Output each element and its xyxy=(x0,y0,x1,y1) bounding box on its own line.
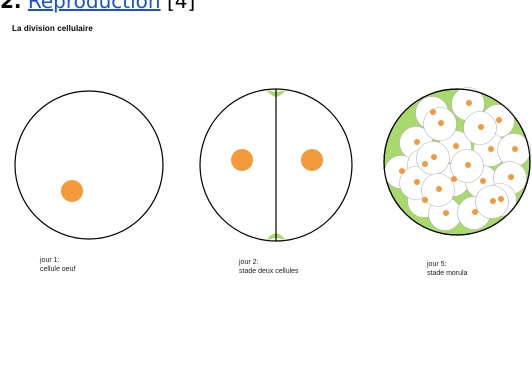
morula-cell-nucleus xyxy=(414,139,420,145)
caption-stage-3-day: jour 5: xyxy=(427,260,467,269)
caption-stage-3-name: stade morula xyxy=(427,269,467,278)
egg-cell-nucleus xyxy=(61,180,83,202)
morula-cell-nucleus xyxy=(478,124,484,130)
morula-cell-nucleus xyxy=(490,198,496,204)
morula-cell-nucleus xyxy=(443,210,449,216)
morula-cell-nucleus xyxy=(431,154,437,160)
morula-cell-nucleus xyxy=(488,146,494,152)
caption-stage-1-day: jour 1: xyxy=(40,256,75,265)
caption-stage-1-name: cellule oeuf xyxy=(40,265,75,274)
morula-cell-nucleus xyxy=(451,176,457,182)
morula-cell-nucleus xyxy=(436,186,442,192)
caption-stage-2-day: jour 2: xyxy=(239,258,299,267)
stage-3-morula xyxy=(384,88,531,236)
morula-cell-nucleus xyxy=(438,120,444,126)
morula-cell-nucleus xyxy=(399,168,405,174)
caption-stage-2: jour 2: stade deux cellules xyxy=(239,258,299,276)
egg-cell-membrane xyxy=(15,91,163,239)
caption-stage-3: jour 5: stade morula xyxy=(427,260,467,278)
morula-cell-nucleus xyxy=(422,161,428,167)
left-cell-nucleus xyxy=(231,149,253,171)
morula-cell-nucleus xyxy=(496,117,502,123)
morula-cell-nucleus xyxy=(512,146,518,152)
morula-cell-nucleus xyxy=(508,174,514,180)
morula-cell-nucleus xyxy=(465,162,471,168)
stage-2-two-cells xyxy=(200,89,352,241)
morula-cell-nucleus xyxy=(430,109,436,115)
morula-cell-nucleus xyxy=(472,209,478,215)
morula-cell-nucleus xyxy=(466,100,472,106)
right-cell-nucleus xyxy=(301,149,323,171)
caption-stage-2-name: stade deux cellules xyxy=(239,267,299,276)
caption-stage-1: jour 1: cellule oeuf xyxy=(40,256,75,274)
morula-cell-nucleus xyxy=(453,143,459,149)
stage-1-egg-cell xyxy=(15,91,163,239)
morula-cell-nucleus xyxy=(414,179,420,185)
morula-cell-nucleus xyxy=(422,197,428,203)
morula-cell-nucleus xyxy=(498,196,504,202)
morula-cell-nucleus xyxy=(480,178,486,184)
